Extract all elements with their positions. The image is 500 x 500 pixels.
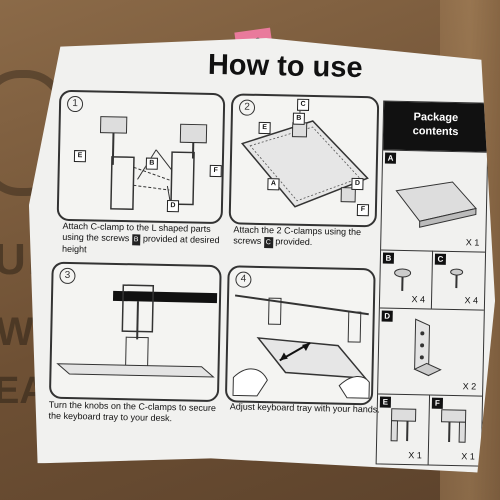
- step-3-illustration: [51, 264, 220, 400]
- step-2-panel: 2 C B E A D F: [229, 93, 380, 227]
- step-2-caption-text-end: provided.: [272, 236, 313, 248]
- step-1-caption: Attach C-clamp to the L shaped parts usi…: [62, 221, 233, 259]
- screw-b-icon: [380, 250, 433, 309]
- package-item-b-qty: X 4: [411, 294, 426, 305]
- package-item-f-qty: X 1: [461, 451, 475, 462]
- package-item-a-tag: A: [385, 153, 396, 164]
- step-1-caption-badge: B: [132, 234, 141, 245]
- label-f: F: [210, 165, 222, 177]
- label-a: A: [267, 178, 279, 190]
- label-f-lower: F: [357, 204, 369, 216]
- package-item-a: A X 1: [381, 150, 487, 252]
- step-3-caption: Turn the knobs on the C-clamps to secure…: [48, 399, 217, 424]
- instruction-sheet: How to use 1 E B F D Attach C-clamp to t…: [24, 33, 500, 473]
- label-b-upper: B: [293, 113, 305, 125]
- package-item-c: C X 4: [432, 251, 485, 310]
- step-2-caption-badge: C: [264, 237, 273, 248]
- label-c-upper: C: [297, 99, 309, 111]
- label-e-upper: E: [258, 122, 270, 134]
- c-clamp-e-icon: [377, 394, 430, 465]
- label-d: D: [167, 200, 179, 212]
- step-2-caption: Attach the 2 C-clamps using the screws C…: [233, 224, 383, 250]
- package-item-e-tag: E: [380, 397, 391, 408]
- package-item-a-qty: X 1: [465, 237, 480, 248]
- package-heading-line-2: contents: [412, 125, 459, 139]
- box-print-line-2: W: [0, 310, 34, 354]
- screw-c-icon: [432, 252, 485, 311]
- label-d-lower: D: [351, 178, 363, 190]
- label-b: B: [146, 158, 158, 170]
- c-clamp-f-icon: [429, 396, 482, 467]
- step-1-illustration: [59, 92, 224, 222]
- package-item-c-qty: X 4: [464, 295, 479, 306]
- l-bracket-icon: [378, 308, 484, 396]
- label-e: E: [74, 150, 86, 162]
- package-item-c-tag: C: [435, 254, 446, 265]
- keyboard-tray-icon: [381, 151, 487, 253]
- package-item-d: D X 2: [378, 307, 484, 395]
- sheet-title: How to use: [207, 48, 363, 85]
- step-1-panel: 1 E B F D: [57, 90, 226, 224]
- step-3-panel: 3: [49, 262, 222, 403]
- package-contents-panel: Package contents A X 1 B X 4 C X: [376, 101, 490, 467]
- package-item-d-qty: X 2: [462, 381, 477, 392]
- step-4-caption: Adjust keyboard tray with your hands.: [229, 401, 380, 415]
- step-4-panel: 4: [225, 265, 376, 405]
- step-4-illustration: [227, 267, 374, 403]
- package-item-d-tag: D: [382, 311, 393, 322]
- package-item-b-tag: B: [383, 253, 394, 264]
- package-item-e-qty: X 1: [408, 450, 422, 461]
- package-item-b: B X 4: [380, 249, 433, 308]
- package-contents-heading: Package contents: [383, 102, 488, 152]
- package-item-f-tag: F: [432, 398, 443, 409]
- package-item-e: E X 1: [377, 393, 430, 464]
- package-item-f: F X 1: [429, 395, 482, 466]
